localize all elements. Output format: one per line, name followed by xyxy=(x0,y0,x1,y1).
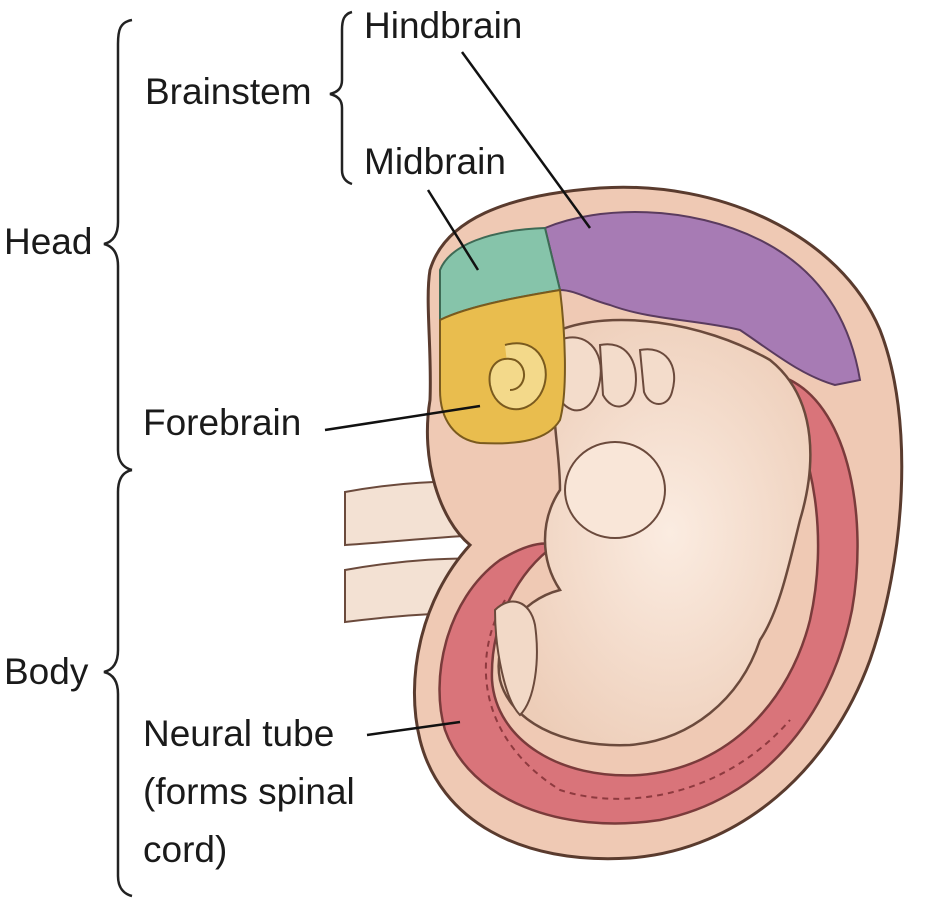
body-bracket xyxy=(103,468,133,898)
neural-tube xyxy=(438,378,859,825)
heart-bulge xyxy=(564,441,666,539)
hindbrain-region xyxy=(543,211,862,387)
neural-tube-wave xyxy=(484,599,791,800)
leader-lines xyxy=(324,51,592,737)
optic-vesicle xyxy=(488,342,547,411)
midbrain-label: Midbrain xyxy=(364,141,506,182)
pharyngeal-arches xyxy=(559,336,676,412)
neural-tube-leader xyxy=(366,720,461,737)
neural-tube-label: Neural tube (forms spinal cord) xyxy=(143,705,355,879)
forebrain-label: Forebrain xyxy=(143,402,302,443)
brainstem-bracket xyxy=(329,10,353,186)
body-label: Body xyxy=(4,651,89,692)
neural-tube-label-line: Neural tube xyxy=(143,713,335,754)
neural-tube-label-line: (forms spinal xyxy=(143,771,355,812)
brackets xyxy=(103,10,353,898)
embryo-body xyxy=(497,318,812,747)
head-bracket xyxy=(103,18,133,472)
forebrain-leader xyxy=(324,404,481,432)
midbrain-leader xyxy=(426,189,480,271)
tail-bud xyxy=(493,600,538,717)
head-label: Head xyxy=(4,221,93,262)
brainstem-label: Brainstem xyxy=(145,71,312,112)
hindbrain-label: Hindbrain xyxy=(364,5,523,46)
hindbrain-leader xyxy=(460,51,592,229)
neural-tube-label-line: cord) xyxy=(143,829,228,870)
